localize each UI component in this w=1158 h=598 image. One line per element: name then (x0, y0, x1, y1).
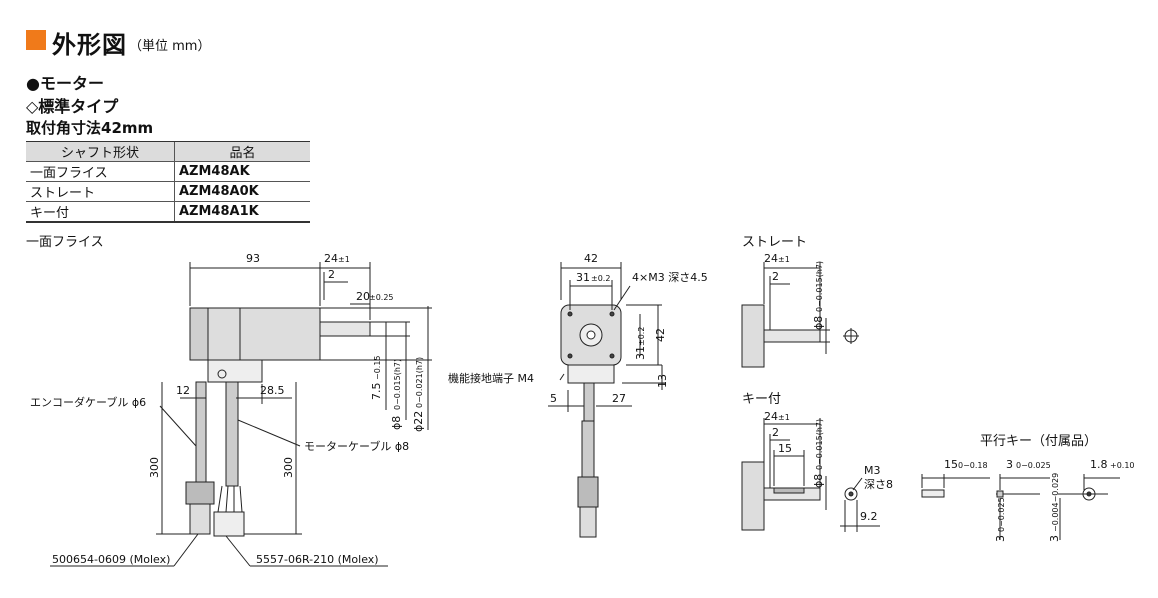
straight-view-label: ストレート (742, 235, 808, 250)
key-dim-15: 15 (778, 442, 792, 455)
tol-phi22: 0−0.021(h7) (415, 357, 424, 408)
acc-tol-3c: −0.004−0.029 (1051, 473, 1060, 532)
acc-tol-3a: 0−0.025 (1016, 461, 1051, 470)
key-depth: 深さ8 (864, 478, 893, 491)
dim-300-encoder: 300 (148, 457, 161, 478)
table-row: キー付 AZM48A1K (26, 201, 310, 223)
dim-28-5: 28.5 (260, 384, 285, 397)
cell-model: AZM48AK (174, 161, 310, 182)
motor-cable (213, 381, 245, 537)
dim-phi22: ϕ22 (412, 411, 425, 432)
front-dim-31v: 31 (634, 346, 647, 360)
dim-7-5: 7.5 (370, 383, 383, 401)
motor-front-view (548, 262, 666, 538)
dim-12: 12 (176, 384, 190, 397)
tol-24: ±1 (338, 255, 350, 264)
acc-dim-3c: 3 (1048, 535, 1061, 542)
front-dim-42v: 42 (654, 328, 667, 342)
table-row: ストレート AZM48A0K (26, 181, 310, 202)
key-dim-24: 24 (764, 410, 778, 423)
straight-dim-phi8: ϕ8 (812, 316, 825, 330)
straight-dim-2: 2 (772, 270, 779, 283)
col-shaft: シャフト形状 (26, 141, 175, 162)
side-dimensions (50, 262, 432, 567)
front-dim-42: 42 (584, 252, 598, 265)
page-title: 外形図 (52, 31, 127, 59)
cell-shape: ストレート (26, 181, 175, 202)
tol-7-5: −0.15 (373, 355, 382, 380)
dim-phi8: ϕ8 (390, 416, 403, 430)
key-dim-9-2: 9.2 (860, 510, 878, 523)
key-tol-phi8: 0−0.015(h7) (815, 419, 824, 470)
key-dim-phi8: ϕ8 (812, 474, 825, 488)
acc-dim-3a: 3 (1006, 458, 1013, 471)
dim-2: 2 (328, 268, 335, 281)
front-dim-5: 5 (550, 392, 557, 405)
key-dim-2: 2 (772, 426, 779, 439)
motor-side-body (189, 307, 371, 383)
table-row: 一面フライス AZM48AK (26, 161, 310, 182)
acc-dim-15: 15 (944, 458, 958, 471)
front-tol-31v: ±0.2 (637, 327, 646, 346)
holes-label: 4×M3 深さ4.5 (632, 271, 708, 284)
dim-20: 20 (356, 290, 370, 303)
dim-24: 24 (324, 252, 338, 265)
cell-model: AZM48A0K (174, 181, 310, 202)
tol-phi8: 0−0.015(h7) (393, 359, 402, 410)
title-marker (26, 30, 46, 50)
front-dim-13: 13 (656, 374, 669, 388)
col-model: 品名 (174, 141, 310, 162)
section-type: ◇標準タイプ (26, 97, 119, 116)
acc-tol-1-8: +0.10 (1110, 461, 1135, 470)
key-shaft-view (741, 418, 880, 532)
section-motor: ●モーター (26, 74, 104, 93)
key-view-label: キー付 (742, 392, 782, 407)
parallel-key-views (921, 474, 1120, 540)
front-dim-27: 27 (612, 392, 626, 405)
key-accessory-label: 平行キー（付属品） (980, 434, 1098, 449)
cell-model: AZM48A1K (174, 201, 310, 223)
cell-shape: 一面フライス (26, 161, 175, 182)
table-header-row: シャフト形状 品名 (26, 141, 310, 162)
connector-2-label: 5557-06R-210 (Molex) (256, 553, 379, 566)
encoder-cable-label: エンコーダケーブル ϕ6 (30, 395, 146, 409)
connector-1-label: 500654-0609 (Molex) (52, 553, 170, 566)
encoder-cable (185, 381, 215, 535)
straight-tol-phi8: 0−0.015(h7) (815, 261, 824, 312)
acc-tol-15: 0−0.18 (958, 461, 988, 470)
dim-93: 93 (246, 252, 260, 265)
motor-cable-label: モーターケーブル ϕ8 (304, 439, 409, 453)
acc-tol-3b: 0−0.025 (997, 497, 1006, 532)
key-tol-24: ±1 (778, 413, 790, 422)
straight-dim-24: 24 (764, 252, 778, 265)
side-view-label: 一面フライス (26, 235, 104, 250)
straight-tol-24: ±1 (778, 255, 790, 264)
unit-note: （単位 mm） (129, 39, 211, 54)
front-dim-31: 31 (576, 271, 590, 284)
acc-dim-3b: 3 (994, 535, 1007, 542)
tol-20: ±0.25 (369, 293, 394, 302)
dim-300-motor: 300 (282, 457, 295, 478)
front-tol-31: ±0.2 (591, 274, 610, 283)
key-m3: M3 (864, 464, 881, 477)
ground-terminal-label: 機能接地端子 M4 (448, 371, 534, 385)
model-table: シャフト形状 品名 一面フライス AZM48AK ストレート AZM48A0K … (26, 141, 310, 223)
straight-shaft-view (741, 262, 859, 368)
section-mount: 取付角寸法42mm (26, 119, 154, 137)
acc-dim-1-8: 1.8 (1090, 458, 1108, 471)
cell-shape: キー付 (26, 201, 175, 223)
